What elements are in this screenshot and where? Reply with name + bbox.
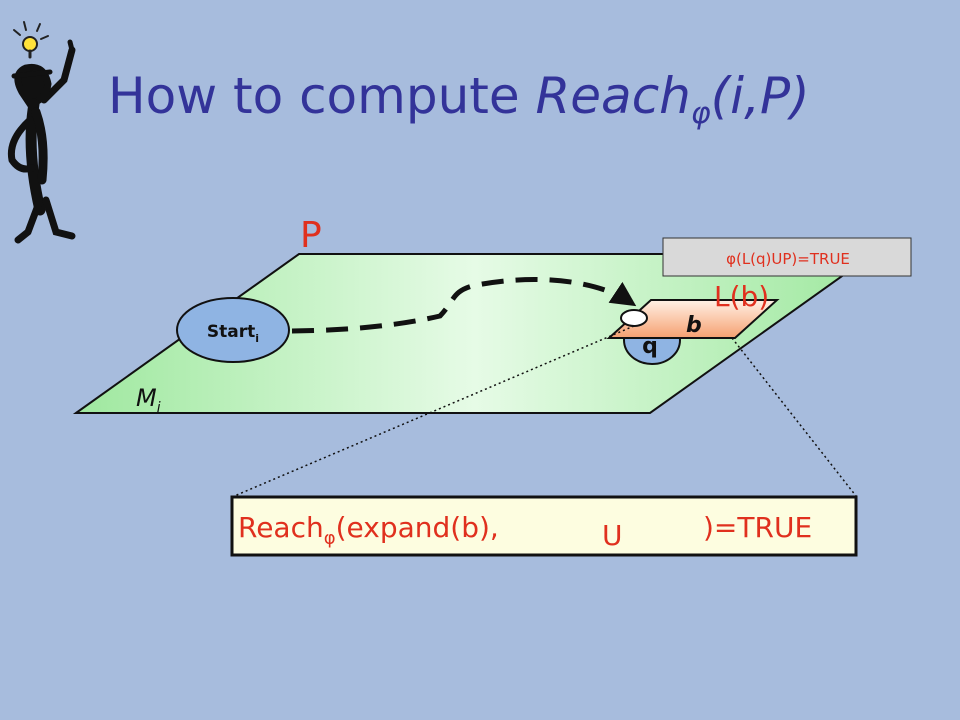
box-label: L(b) xyxy=(714,280,769,313)
start-label-text: Start xyxy=(207,322,255,342)
zoom-line-right xyxy=(731,337,857,497)
box-b-label: b xyxy=(686,313,702,338)
formula-prefix: Reach xyxy=(238,511,324,544)
lightbulb-icon xyxy=(13,21,49,59)
thinking-man-icon xyxy=(7,21,76,244)
title-italic-word: Reach xyxy=(536,67,691,125)
start-node xyxy=(176,297,290,363)
start-label-subscript: i xyxy=(255,332,259,345)
page-title: How to compute Reachφ(i,P) xyxy=(108,67,810,131)
formula-args: (expand(b), xyxy=(336,511,499,544)
formula-box xyxy=(230,495,858,557)
module-label-text: M xyxy=(136,384,157,412)
title-subscript: φ xyxy=(691,96,711,131)
module-label: Mi xyxy=(136,384,161,416)
title-suffix: (i,P) xyxy=(711,67,810,125)
start-label: Starti xyxy=(207,322,259,345)
title-prefix: How to compute xyxy=(108,67,536,125)
plane-label: P xyxy=(300,215,322,256)
formula-union: U xyxy=(602,519,623,552)
module-label-subscript: i xyxy=(157,400,161,416)
formula-result: )=TRUE xyxy=(703,511,812,544)
node-q-label: q xyxy=(642,334,658,359)
box-port xyxy=(620,309,648,327)
callout-box xyxy=(662,237,912,277)
formula-text: Reachφ(expand(b), xyxy=(238,511,499,549)
formula-subscript: φ xyxy=(324,528,336,549)
callout-text: φ(L(q)UP)=TRUE xyxy=(726,250,850,268)
dashed-reach-path xyxy=(291,276,637,334)
